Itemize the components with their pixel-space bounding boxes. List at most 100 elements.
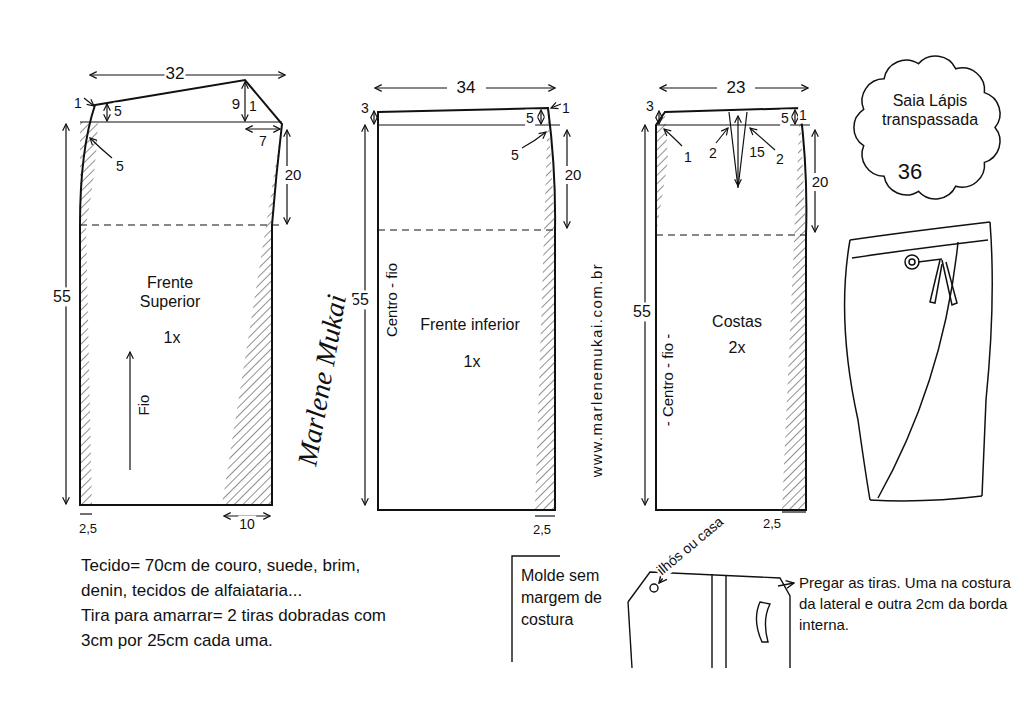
pattern-line bbox=[246, 128, 280, 129]
pattern-line bbox=[80, 121, 282, 122]
pattern-line bbox=[905, 255, 919, 269]
pattern-line bbox=[656, 234, 810, 235]
piece-label: 36 bbox=[898, 159, 922, 185]
pattern-line bbox=[737, 116, 738, 186]
pattern-line bbox=[845, 240, 870, 500]
dimension-number: 1 bbox=[561, 100, 571, 117]
cloud-shape bbox=[854, 56, 1000, 199]
pattern-line bbox=[782, 511, 806, 512]
dimension-number: 20 bbox=[284, 166, 303, 184]
dimension-number: 55 bbox=[52, 287, 72, 306]
pattern-line bbox=[80, 224, 282, 225]
dimension-number: 2 bbox=[708, 145, 718, 162]
dimension-number: 1 bbox=[73, 95, 83, 112]
dimension-number: 2,5 bbox=[532, 522, 552, 538]
pattern-line bbox=[628, 602, 632, 668]
pattern-line bbox=[756, 602, 770, 642]
hatch-area bbox=[782, 108, 806, 510]
dimension-number: 1 bbox=[248, 98, 258, 115]
piece-label: 2x bbox=[729, 338, 746, 357]
note-text: Pregar as tiras. Uma na costura da later… bbox=[798, 572, 1015, 635]
pattern-piece: Costas 2x - Centro - fio - bbox=[650, 100, 815, 515]
dimension-number: 20 bbox=[564, 166, 583, 184]
pattern-line bbox=[129, 352, 130, 470]
pattern-line bbox=[551, 104, 561, 108]
dimension-lines bbox=[66, 75, 815, 516]
pattern-line bbox=[378, 229, 558, 230]
detail-sketch bbox=[512, 556, 794, 668]
pattern-line bbox=[930, 260, 942, 303]
dimension-number: 20 bbox=[811, 173, 830, 191]
piece-label: Centro - fio bbox=[383, 263, 401, 337]
pattern-line bbox=[650, 584, 658, 592]
signature: Marlene Mukai bbox=[290, 291, 354, 470]
piece-label: 1x bbox=[164, 328, 181, 347]
piece-label: Frente Superior bbox=[120, 273, 220, 311]
dimension-number: 9 bbox=[231, 95, 241, 113]
dimension-number: 2,5 bbox=[78, 521, 98, 537]
dimension-number: 7 bbox=[258, 133, 268, 150]
pattern-line bbox=[716, 128, 728, 143]
dimension-number: 3 bbox=[645, 98, 655, 115]
dimension-number: 2,5 bbox=[762, 516, 782, 532]
pattern-line bbox=[794, 110, 795, 124]
pattern-line bbox=[870, 496, 982, 501]
hatch-area bbox=[656, 112, 668, 235]
pattern-line bbox=[712, 574, 726, 668]
dimension-number: 3 bbox=[360, 100, 370, 117]
piece-label: 1x bbox=[464, 352, 481, 371]
pattern-line bbox=[656, 108, 806, 510]
dimension-number: 10 bbox=[238, 516, 256, 533]
pattern-line bbox=[244, 82, 245, 121]
pattern-line bbox=[729, 112, 747, 188]
dimension-number: 15 bbox=[748, 144, 766, 161]
pattern-line bbox=[522, 132, 546, 148]
piece-label: Saia Lápis transpassada bbox=[870, 91, 990, 129]
pattern-line bbox=[65, 124, 66, 504]
dimension-number: 5 bbox=[113, 103, 123, 120]
piece-label: Fio bbox=[135, 395, 153, 416]
pattern-line bbox=[364, 125, 365, 505]
dimension-number: 32 bbox=[165, 64, 186, 84]
pattern-line bbox=[852, 240, 988, 258]
dimension-number: 2 bbox=[775, 151, 785, 168]
hatch-area bbox=[535, 110, 555, 510]
pattern-line bbox=[378, 108, 555, 510]
pattern-line bbox=[778, 583, 794, 586]
watermark: www.marlenemukai.com.br bbox=[588, 262, 606, 479]
pattern-line bbox=[80, 513, 92, 514]
title-cloud: Saia Lápis transpassada 36 bbox=[853, 55, 1003, 200]
note-text: Tira para amarrar= 2 tiras dobradas com … bbox=[80, 603, 402, 653]
dimension-number: 5 bbox=[525, 110, 535, 127]
piece-outline bbox=[650, 100, 815, 515]
pattern-line bbox=[878, 242, 958, 498]
pattern-line bbox=[909, 259, 915, 265]
piece-label: - Centro - fio - bbox=[659, 334, 677, 427]
dimension-number: 5 bbox=[115, 158, 125, 175]
note-text: Tecido= 70cm de couro, suede, brim, deni… bbox=[80, 553, 402, 603]
pattern-line bbox=[628, 572, 790, 668]
dimension-number: 1 bbox=[798, 107, 808, 124]
pattern-line bbox=[90, 74, 285, 75]
dimension-number: 23 bbox=[726, 78, 747, 98]
dimension-number: 55 bbox=[632, 302, 652, 321]
pattern-line bbox=[982, 222, 992, 496]
pattern-line bbox=[373, 111, 374, 124]
dimension-number: 34 bbox=[456, 78, 477, 98]
skirt-sketch bbox=[845, 222, 993, 501]
dimension-number: 1 bbox=[683, 149, 693, 166]
pattern-piece: Frente inferior 1x Centro - fio bbox=[370, 100, 565, 515]
note-text: Molde sem margem de costura bbox=[520, 565, 614, 631]
dimension-number: 5 bbox=[510, 147, 520, 164]
pattern-line bbox=[84, 98, 94, 106]
pattern-line bbox=[942, 260, 957, 305]
piece-label: Frente inferior bbox=[420, 315, 520, 334]
piece-label: Costas bbox=[712, 312, 762, 331]
pattern-line bbox=[106, 104, 107, 121]
dimension-number: 5 bbox=[780, 110, 790, 127]
pattern-line bbox=[850, 222, 990, 240]
hatch-area bbox=[80, 122, 98, 505]
pattern-line bbox=[540, 110, 541, 124]
pattern-line bbox=[80, 80, 282, 505]
